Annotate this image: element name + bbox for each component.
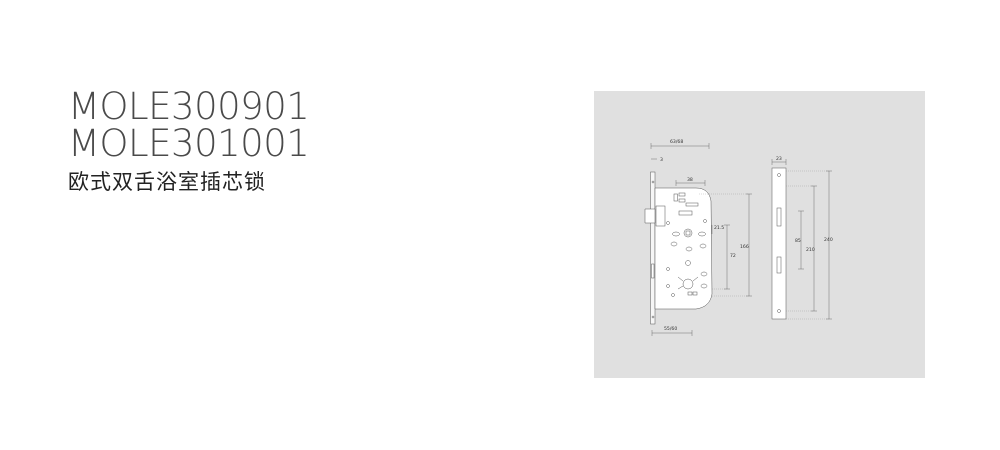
strike-opening-upper (776, 207, 782, 227)
dim-strike-width: 23 (776, 156, 782, 162)
dim-strike-inner: 85 (795, 238, 801, 244)
strike-opening-lower (776, 256, 782, 274)
dim-center-distance: 72 (730, 253, 736, 259)
dim-backset-small: 3 (660, 157, 663, 163)
dim-body-height: 166 (740, 244, 749, 250)
thumbturn-hole (682, 278, 694, 290)
latch-bolt (644, 208, 656, 224)
model-number-1: MOLE300901 (68, 85, 310, 128)
dim-strike-mid: 210 (806, 247, 815, 253)
deadbolt (655, 205, 666, 227)
dim-bottom-width: 55/60 (664, 326, 677, 332)
title-block: MOLE300901 MOLE301001 欧式双舌浴室插芯锁 (68, 85, 310, 196)
model-number-2: MOLE301001 (68, 122, 310, 165)
dim-inner-width: 38 (687, 177, 693, 183)
technical-drawing-panel: 63/68 3 38 21.5 72 166 55/60 23 85 210 2… (594, 91, 925, 378)
product-name: 欧式双舌浴室插芯锁 (68, 170, 266, 194)
strike-plate (771, 167, 787, 320)
lock-body (654, 187, 713, 310)
dim-handle-offset: 21.5 (714, 225, 724, 231)
dim-strike-total: 240 (824, 237, 833, 243)
lock-faceplate (650, 171, 656, 325)
lock-technical-drawing: 63/68 3 38 21.5 72 166 55/60 23 85 210 2… (644, 139, 833, 336)
dim-top-width: 63/68 (670, 139, 683, 145)
